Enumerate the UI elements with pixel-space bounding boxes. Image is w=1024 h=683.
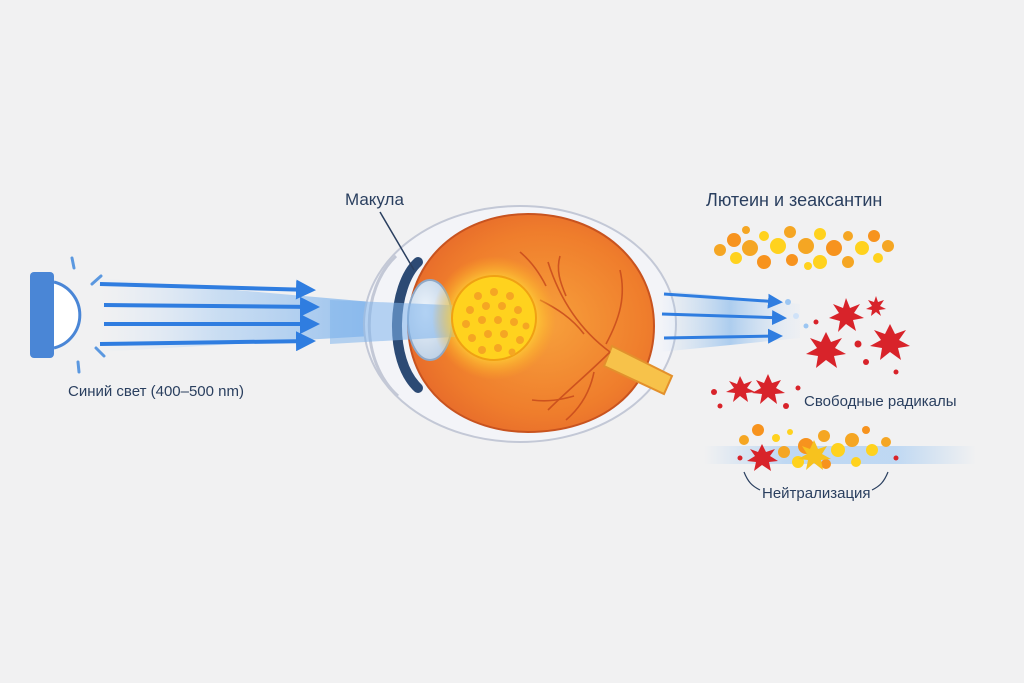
starburst-icon: [870, 324, 910, 360]
starburst-icon: [747, 444, 778, 471]
macula-pigment-dots: [462, 288, 530, 356]
lamp-icon: [30, 272, 54, 358]
starburst-icon: [752, 374, 785, 404]
blue-light-label: Синий свет (400–500 nm): [68, 383, 244, 400]
starburst-icon: [829, 298, 864, 332]
retinal-vessels: [519, 251, 624, 421]
light-rays-icon: [70, 256, 106, 374]
outgoing-blue-light-beams: [660, 290, 809, 352]
light-source: [30, 256, 106, 374]
starburst-icon: [866, 296, 886, 316]
macula-pointer: [379, 211, 415, 271]
starburst-icon: [806, 332, 846, 368]
starburst-icon: [726, 376, 755, 402]
lamp-bulb: [53, 280, 82, 350]
lutein-zeaxanthin-particles: [714, 226, 894, 270]
neutralization-label: Нейтрализация: [762, 485, 871, 502]
starburst-icon: [798, 440, 831, 470]
free-radicals: [711, 296, 910, 409]
eye-cross-section: [330, 205, 677, 443]
neutralization-zone: [704, 424, 976, 491]
macula-label: Макула: [345, 190, 404, 209]
lutein-label: Лютеин и зеаксантин: [706, 190, 882, 210]
optic-nerve: [602, 344, 674, 396]
free-radicals-label: Свободные радикалы: [804, 393, 957, 410]
